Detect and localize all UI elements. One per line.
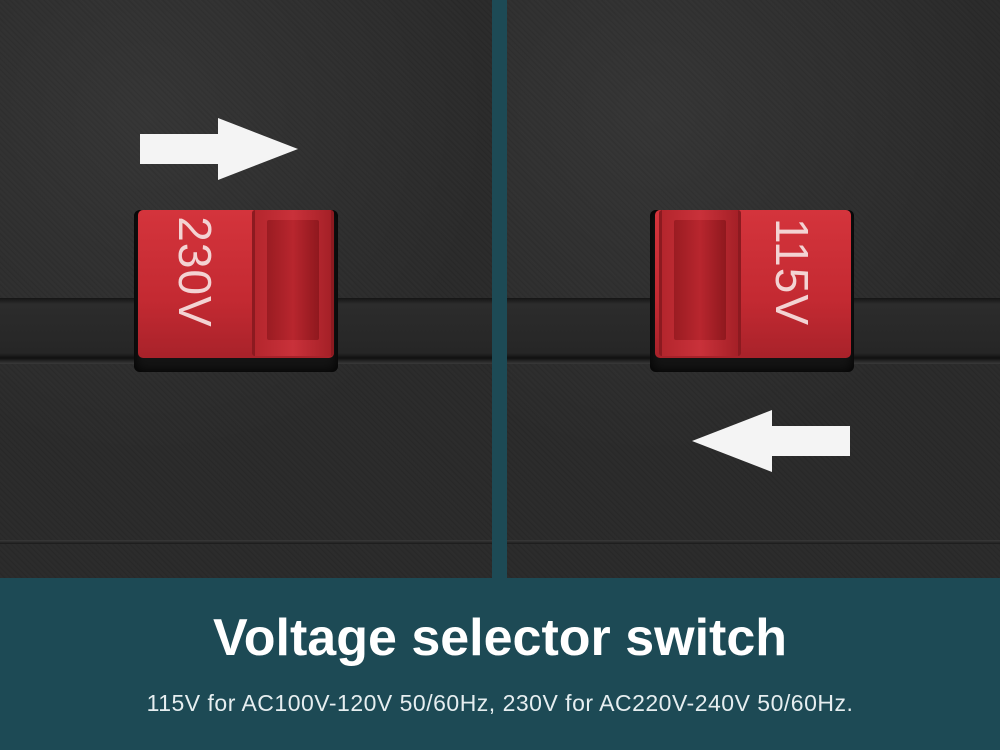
device-lower-edge [0, 540, 492, 544]
slider-knob-grip [267, 220, 319, 340]
device-lower-edge [507, 540, 1000, 544]
switch-label-115v: 115V [766, 217, 818, 327]
switch-slider-knob[interactable] [252, 210, 334, 356]
right-switch-photo-panel: 115V [507, 0, 1000, 578]
left-switch-photo-panel: 230V [0, 0, 492, 578]
arrow-right-icon [140, 118, 298, 180]
switch-label-230v: 230V [169, 216, 221, 328]
caption-subtitle: 115V for AC100V-120V 50/60Hz, 230V for A… [146, 690, 854, 716]
slider-knob-grip [674, 220, 726, 340]
arrow-left-icon [692, 410, 850, 472]
switch-slider-knob[interactable] [659, 210, 741, 356]
caption-title: Voltage selector switch [212, 609, 788, 667]
